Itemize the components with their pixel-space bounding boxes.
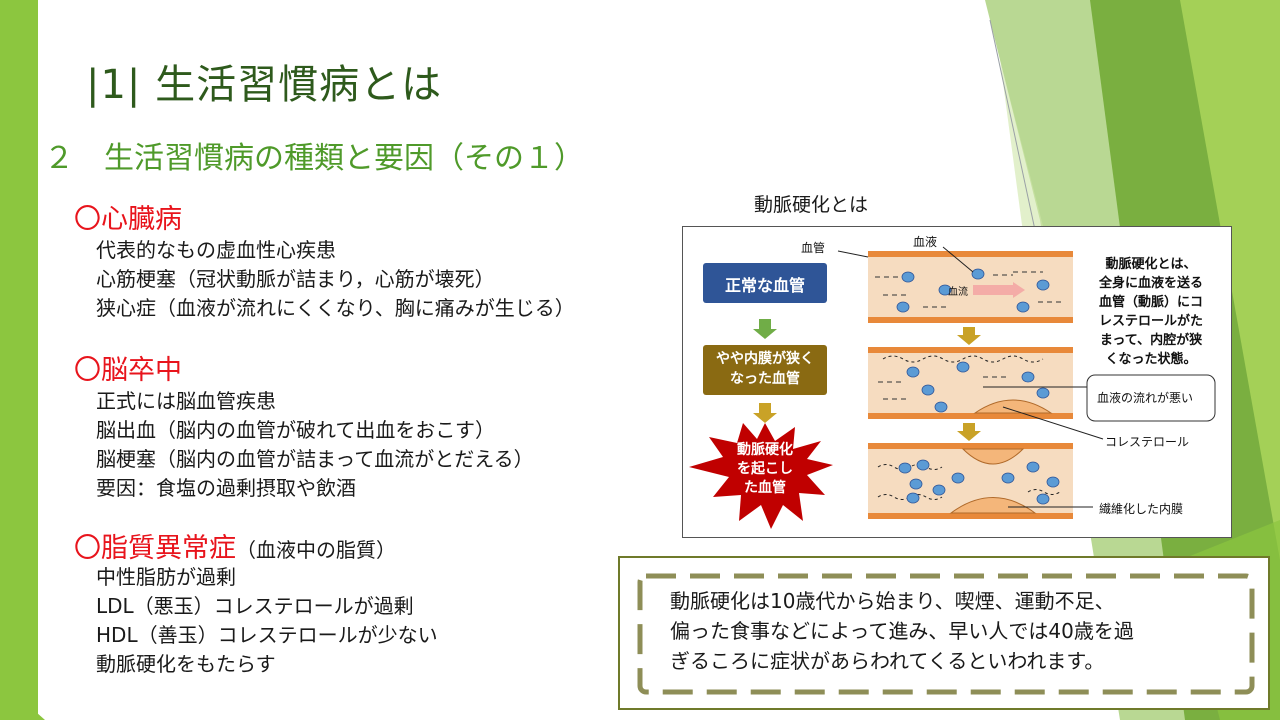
stage-line: 動脈硬化 bbox=[737, 442, 793, 458]
label-vessel: 血管 bbox=[801, 241, 826, 255]
list-item: 動脈硬化をもたらす bbox=[96, 652, 276, 676]
figure-description: 動脈硬化とは、 全身に血液を送る 血管（動脈）にコ レステロールがた まって、内… bbox=[1081, 255, 1221, 369]
list-item: 脳出血（脳内の血管が破れて出血をおこす） bbox=[96, 418, 495, 442]
label-fibrosis: 繊維化した内膜 bbox=[1099, 502, 1184, 516]
section-list-dyslipidemia: 中性脂肪が過剰 LDL（悪玉）コレステロールが過剰 HDL（善玉）コレステロール… bbox=[96, 563, 438, 679]
list-item: HDL（善玉）コレステロールが少ない bbox=[96, 623, 438, 647]
section-heading-stroke: 〇脳卒中 bbox=[74, 348, 182, 387]
list-item: 狭心症（血液が流れにくくなり、胸に痛みが生じる） bbox=[96, 296, 575, 320]
description-line: まって、内腔が狭 bbox=[1099, 333, 1203, 348]
section-heading-text: 〇脳卒中 bbox=[74, 355, 182, 386]
description-line: 血管（動脈）にコ bbox=[1098, 295, 1203, 310]
stage-line: を起こし bbox=[737, 461, 793, 477]
stage-line: た血管 bbox=[744, 480, 786, 496]
stage-arteriosclerosis: 動脈硬化 を起こし た血管 bbox=[727, 441, 803, 498]
callout-line: 動脈硬化は10歳代から始まり、喫煙、運動不足、 bbox=[670, 589, 1115, 613]
stage-narrowed: やや内膜が狭く なった血管 bbox=[703, 349, 827, 389]
callout-line: ぎるころに症状があらわれてくるといわれます。 bbox=[670, 649, 1105, 673]
list-item: 中性脂肪が過剰 bbox=[96, 565, 236, 589]
stage-line: やや内膜が狭く bbox=[716, 351, 814, 367]
section-heading-note: （血液中の脂質） bbox=[236, 538, 396, 562]
section-heading-heart-disease: 〇心臓病 bbox=[74, 197, 182, 236]
list-item: LDL（悪玉）コレステロールが過剰 bbox=[96, 594, 414, 618]
label-blood-flow: 血流 bbox=[948, 287, 968, 298]
arteriosclerosis-figure: 血管 血液 血流 血液の流れが悪い コレステロール 繊維化した内膜 動脈硬化とは… bbox=[682, 226, 1232, 538]
list-item: 正式には脳血管疾患 bbox=[96, 389, 276, 413]
stage-line: 正常な血管 bbox=[724, 276, 805, 295]
description-line: くなった状態。 bbox=[1105, 352, 1197, 367]
section-heading-dyslipidemia: 〇脂質異常症（血液中の脂質） bbox=[74, 526, 396, 565]
label-cholesterol: コレステロール bbox=[1105, 435, 1190, 449]
callout-box: 動脈硬化は10歳代から始まり、喫煙、運動不足、 偏った食事などによって進み、早い… bbox=[618, 556, 1270, 710]
list-item: 脳梗塞（脳内の血管が詰まって血流がとだえる） bbox=[96, 447, 534, 471]
list-item: 心筋梗塞（冠状動脈が詰まり，心筋が壊死） bbox=[96, 267, 495, 291]
section-list-heart-disease: 代表的なもの虚血性心疾患 心筋梗塞（冠状動脈が詰まり，心筋が壊死） 狭心症（血液… bbox=[96, 236, 575, 323]
arteriosclerosis-diagram bbox=[689, 246, 1216, 529]
label-bad-flow: 血液の流れが悪い bbox=[1097, 391, 1194, 405]
figure-title: 動脈硬化とは bbox=[754, 194, 869, 216]
callout-text: 動脈硬化は10歳代から始まり、喫煙、運動不足、 偏った食事などによって進み、早い… bbox=[670, 586, 1230, 676]
stage-line: なった血管 bbox=[730, 371, 800, 387]
description-line: 全身に血液を送る bbox=[1098, 276, 1203, 291]
section-heading-text: 〇心臓病 bbox=[74, 204, 182, 235]
page-title: |1| 生活習慣病とは bbox=[86, 62, 443, 108]
stage-normal: 正常な血管 bbox=[703, 272, 827, 296]
list-item: 代表的なもの虚血性心疾患 bbox=[96, 238, 336, 262]
callout-dashed-frame bbox=[637, 573, 1255, 695]
section-list-stroke: 正式には脳血管疾患 脳出血（脳内の血管が破れて出血をおこす） 脳梗塞（脳内の血管… bbox=[96, 387, 534, 503]
section-heading-text: 〇脂質異常症 bbox=[74, 533, 236, 564]
label-blood: 血液 bbox=[913, 235, 938, 249]
description-line: 動脈硬化とは、 bbox=[1105, 257, 1197, 272]
slide-subtitle: ２ 生活習慣病の種類と要因（その１） bbox=[44, 141, 584, 176]
description-line: レステロールがた bbox=[1098, 314, 1203, 329]
callout-line: 偏った食事などによって進み、早い人では40歳を過 bbox=[670, 619, 1134, 643]
list-item: 要因：食塩の過剰摂取や飲酒 bbox=[96, 476, 356, 500]
